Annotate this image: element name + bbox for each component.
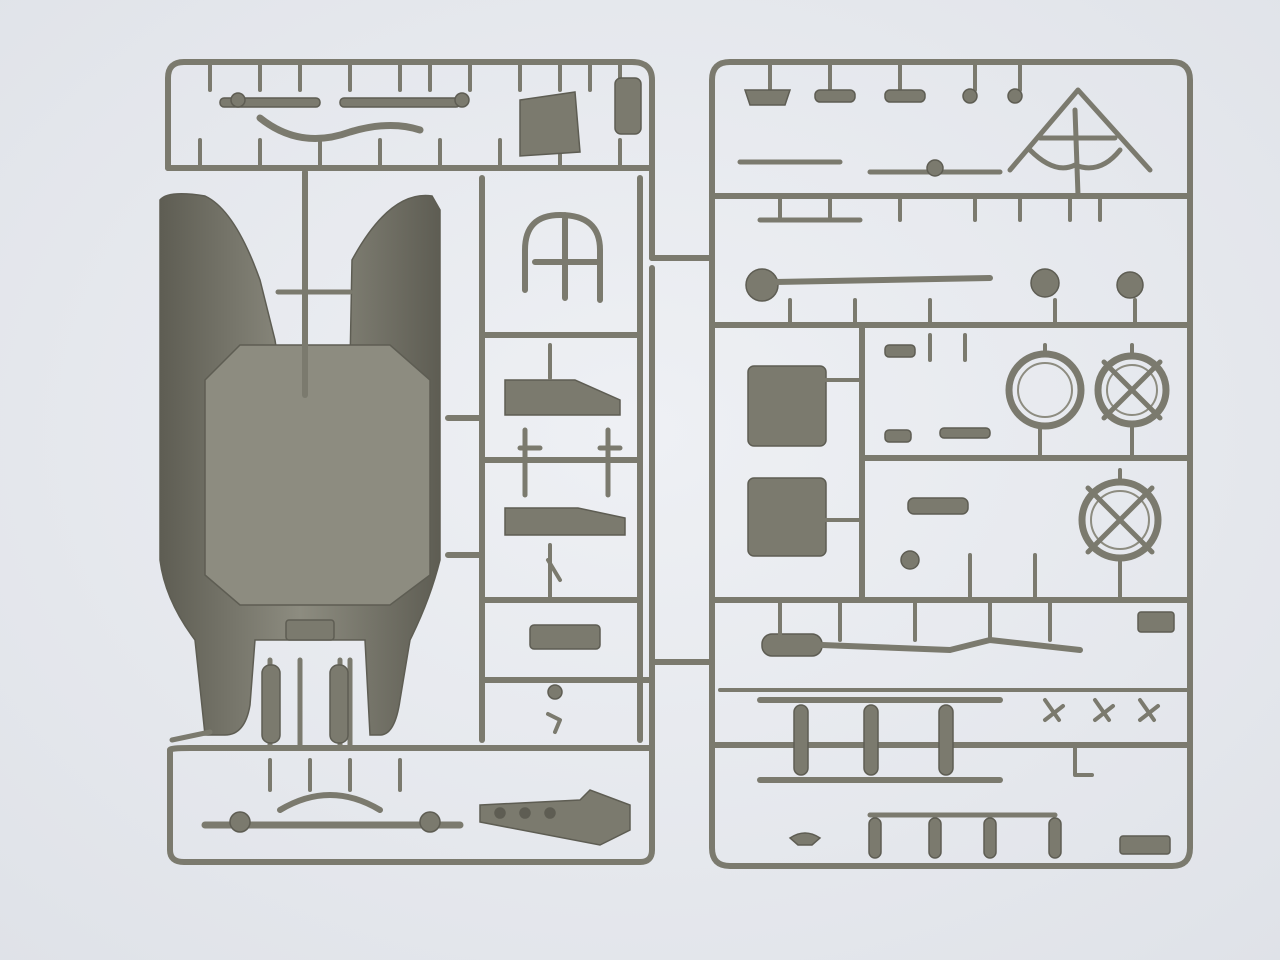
lever-part <box>546 712 562 734</box>
clamp-part <box>884 89 926 103</box>
post-part <box>983 817 997 859</box>
box-part <box>747 477 827 557</box>
wheel-gates <box>1038 343 1134 602</box>
cylinder-part <box>761 633 823 657</box>
cylinder-part <box>261 664 281 744</box>
engine-block-part <box>529 624 601 650</box>
knob-part <box>926 159 944 177</box>
left-cross-runners <box>479 332 655 683</box>
lamp-part <box>1030 268 1060 298</box>
long-rod-part <box>819 637 1083 653</box>
knob-part <box>1007 88 1023 104</box>
post-part <box>938 704 954 776</box>
left-sprue-tree <box>159 59 715 865</box>
small-gate <box>546 343 562 602</box>
curved-bar-part <box>1027 147 1123 171</box>
left-bottom-box <box>167 745 655 865</box>
tub-notch <box>285 619 335 641</box>
small-rod-part <box>169 729 213 743</box>
box-gates <box>824 378 864 522</box>
tree-connector <box>649 255 715 665</box>
knob-part <box>962 88 978 104</box>
fuel-tank-part <box>479 789 631 846</box>
right-cross-3 <box>859 322 1193 603</box>
long-rod-part <box>772 275 993 285</box>
barrel-part <box>907 497 969 515</box>
hub-part <box>230 92 246 108</box>
lever-part <box>1073 743 1094 777</box>
tub-floor <box>204 344 431 606</box>
post-part <box>863 704 879 776</box>
tab-part <box>614 77 642 135</box>
axle-part <box>339 97 461 108</box>
link-part <box>517 427 623 498</box>
tank-detail <box>544 807 556 819</box>
knob-part <box>547 684 563 700</box>
bracket-part <box>504 379 621 416</box>
plate-part <box>519 91 581 157</box>
wheel-part-spokes <box>1101 359 1163 421</box>
bracket-part <box>743 89 792 106</box>
small-part <box>884 429 912 443</box>
bottom-gates <box>268 758 402 792</box>
small-gates <box>928 333 967 362</box>
small-part <box>939 427 991 439</box>
post-part <box>928 817 942 859</box>
leaf-spring-part <box>256 114 424 142</box>
tank-detail <box>519 807 531 819</box>
a-frame-part <box>1007 87 1153 198</box>
handle-part <box>1138 698 1160 722</box>
lamp-part <box>1116 271 1144 299</box>
hub-part <box>229 811 251 833</box>
knob-part <box>900 550 920 570</box>
box-part <box>747 365 827 447</box>
tank-detail <box>494 807 506 819</box>
wheel-part-spokes <box>1085 485 1155 555</box>
left-tub-gates <box>445 415 485 558</box>
left-frame-top <box>165 59 655 261</box>
cylinder-part <box>329 664 349 744</box>
right-frame <box>709 59 1193 869</box>
post-part <box>1048 817 1062 859</box>
small-part <box>1137 611 1175 633</box>
number-tab <box>1119 835 1171 855</box>
handle-part <box>1093 698 1115 722</box>
wheel-part-rim <box>1106 364 1158 416</box>
wheel-part-rim <box>1017 362 1073 418</box>
lamp-part <box>745 268 779 302</box>
small-part <box>884 344 916 358</box>
hub-part <box>454 92 470 108</box>
seat-part <box>788 832 822 846</box>
handle-part <box>1043 698 1065 722</box>
right-sprue-tree <box>709 59 1193 869</box>
post-part <box>868 817 882 859</box>
clamp-part <box>814 89 856 103</box>
bracket-part <box>504 507 626 536</box>
frame-part <box>522 212 603 303</box>
wheel-part-rim <box>1090 490 1150 550</box>
post-part <box>793 704 809 776</box>
hub-part <box>419 811 441 833</box>
bottom-spring-part <box>277 792 383 813</box>
